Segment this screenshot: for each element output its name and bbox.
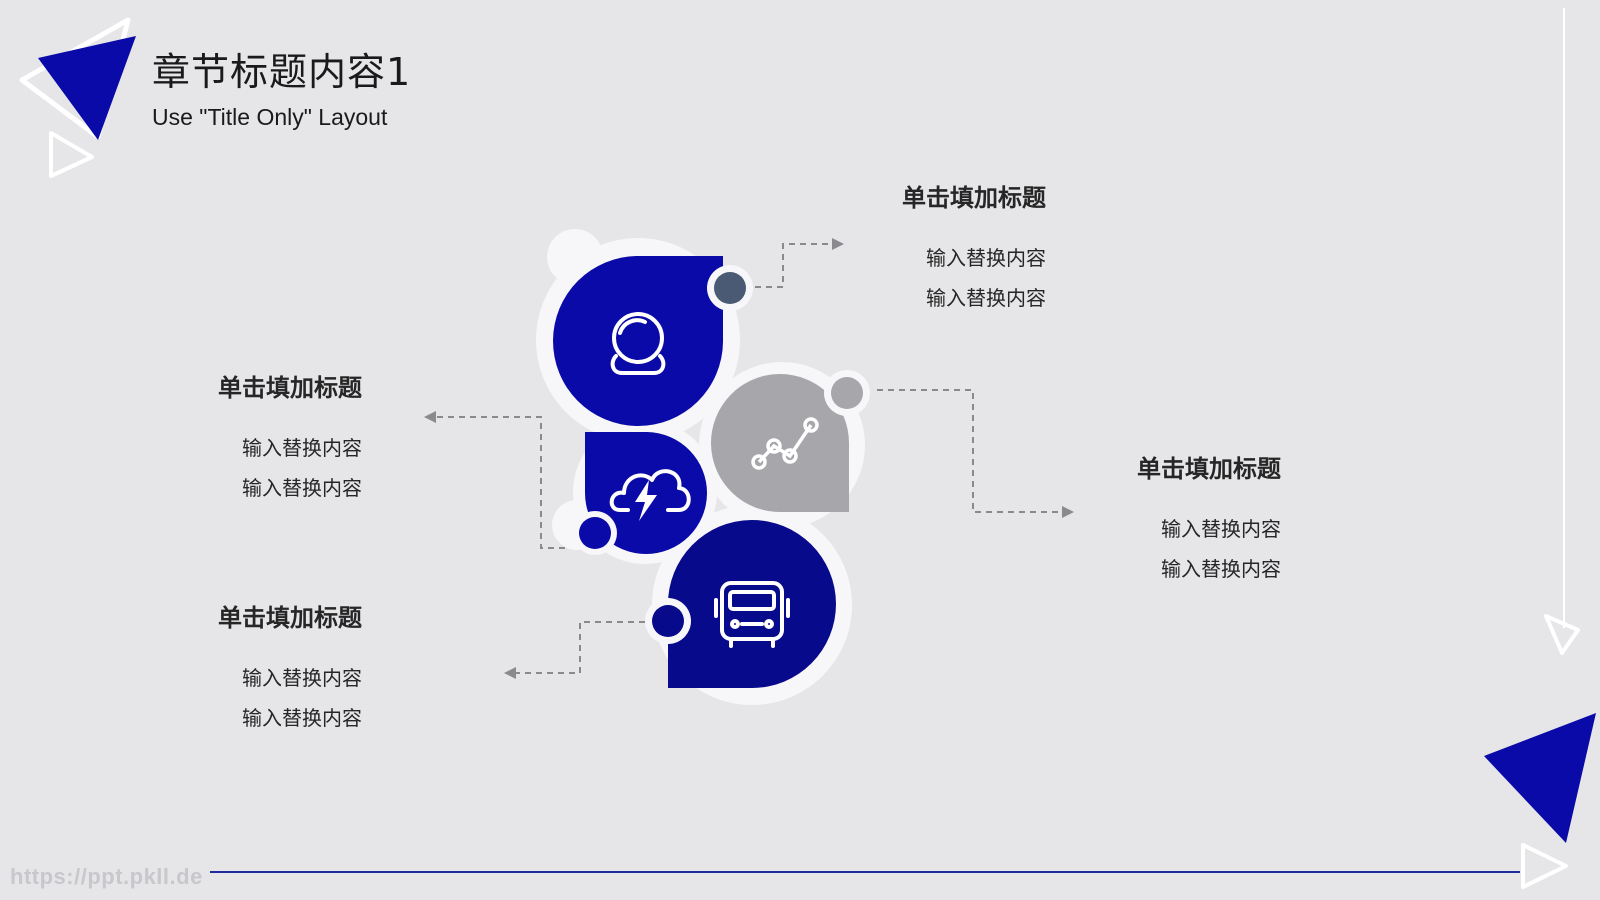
- text-group-right: 单击填加标题 输入替换内容 输入替换内容: [1021, 449, 1281, 589]
- group-title: 单击填加标题: [218, 374, 362, 402]
- page-title: 章节标题内容1: [152, 50, 412, 94]
- connector-bottom: [504, 621, 645, 679]
- group-line: 输入替换内容: [242, 666, 362, 690]
- group-title: 单击填加标题: [1137, 455, 1281, 483]
- watermark: https://ppt.pkll.de: [10, 864, 203, 889]
- connector-dot-navy: [652, 605, 684, 637]
- bottom-right-outline-triangle: [1521, 843, 1568, 889]
- right-small-outline-triangle: [1544, 614, 1580, 655]
- group-line: 输入替换内容: [242, 436, 362, 460]
- bottom-right-blue-triangle: [1484, 713, 1596, 843]
- bubble-crystal-ball: [553, 256, 723, 427]
- connector-dot-blue: [579, 517, 611, 549]
- group-line: 输入替换内容: [242, 706, 362, 730]
- group-line: 输入替换内容: [242, 476, 362, 500]
- footer-line: [210, 871, 1520, 873]
- group-line: 输入替换内容: [926, 246, 1046, 270]
- group-title: 单击填加标题: [218, 604, 362, 632]
- bubble-line-chart: [711, 374, 849, 513]
- connector-left: [424, 411, 565, 549]
- text-group-bottom-left: 单击填加标题 输入替换内容 输入替换内容: [102, 598, 362, 738]
- connector-dot-gray: [831, 377, 863, 409]
- group-title: 单击填加标题: [902, 184, 1046, 212]
- text-group-top-right: 单击填加标题 输入替换内容 输入替换内容: [786, 178, 1046, 318]
- connector-right: [877, 389, 1074, 518]
- cloud-lightning-icon: [609, 469, 691, 521]
- top-left-blue-triangle: [38, 36, 136, 140]
- group-line: 输入替换内容: [1161, 557, 1281, 581]
- right-vertical-rule: [1563, 8, 1565, 628]
- title-block: 章节标题内容1 Use "Title Only" Layout: [152, 44, 411, 134]
- bubble-bus: [667, 520, 836, 688]
- crystal-ball-icon: [610, 312, 666, 375]
- group-line: 输入替换内容: [1161, 517, 1281, 541]
- bus-icon: [714, 581, 790, 648]
- page-subtitle: Use "Title Only" Layout: [152, 104, 388, 130]
- bubble-cloud-lightning: [585, 432, 707, 554]
- text-group-left: 单击填加标题 输入替换内容 输入替换内容: [102, 368, 362, 508]
- top-left-small-outline-triangle: [49, 131, 94, 178]
- group-line: 输入替换内容: [926, 286, 1046, 310]
- connector-dot-slate: [714, 272, 746, 304]
- line-chart-icon: [751, 417, 819, 470]
- connector-top: [755, 238, 844, 288]
